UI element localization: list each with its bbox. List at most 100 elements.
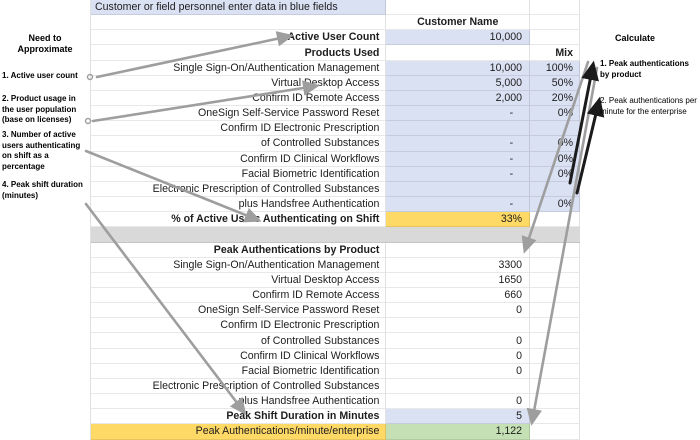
cell-value[interactable]: 1,122 <box>386 424 531 440</box>
cell-value[interactable]: 10,000 <box>386 30 531 46</box>
cell-label[interactable]: Confirm ID Remote Access <box>91 90 387 107</box>
cell-value[interactable]: Customer Name <box>386 15 531 31</box>
sheet-row: of Controlled Substances-0% <box>91 136 580 152</box>
cell-mix[interactable] <box>530 0 580 16</box>
cell-label[interactable]: Active User Count <box>91 30 387 46</box>
sheet-row: Peak Authentications by Product <box>91 242 580 258</box>
cell-label[interactable]: Virtual Desktop Access <box>91 75 387 91</box>
cell-value[interactable] <box>386 318 531 334</box>
cell-mix[interactable]: 100% <box>530 60 580 76</box>
cell-label[interactable]: of Controlled Substances <box>91 333 387 349</box>
cell-label[interactable]: Peak Authentications/minute/enterprise <box>91 424 387 440</box>
cell-label[interactable]: Electronic Prescription of Controlled Su… <box>91 181 387 198</box>
cell-value[interactable]: 33% <box>386 212 531 228</box>
cell-label[interactable]: Peak Authentications by Product <box>91 242 387 258</box>
cell-label[interactable]: Customer or field personnel enter data i… <box>91 0 387 16</box>
cell-mix[interactable]: 0% <box>530 106 580 122</box>
cell-mix[interactable] <box>530 212 580 228</box>
cell-mix[interactable] <box>530 363 580 379</box>
cell-value[interactable] <box>386 181 531 198</box>
sheet-row: Facial Biometric Identification-0% <box>91 166 580 182</box>
cell-mix[interactable] <box>530 424 580 440</box>
cell-value[interactable]: 0 <box>386 333 531 349</box>
cell-value[interactable]: 0 <box>386 348 531 364</box>
cell-mix[interactable] <box>530 409 580 425</box>
cell-mix[interactable] <box>530 257 580 273</box>
cell-value[interactable]: 5 <box>386 409 531 425</box>
cell-value[interactable] <box>386 242 531 258</box>
cell-label[interactable]: of Controlled Substances <box>91 136 387 152</box>
cell-mix[interactable]: 20% <box>530 90 580 107</box>
cell-label[interactable]: Facial Biometric Identification <box>91 363 387 379</box>
cell-mix[interactable]: 0% <box>530 197 580 213</box>
cell-label[interactable]: Facial Biometric Identification <box>91 166 387 182</box>
cell-value[interactable]: - <box>386 151 531 167</box>
cell-value[interactable] <box>386 121 531 137</box>
cell-label[interactable]: Electronic Prescription of Controlled Su… <box>91 378 387 395</box>
cell-mix[interactable] <box>530 348 580 364</box>
cell-label[interactable]: Confirm ID Remote Access <box>91 287 387 304</box>
cell-mix[interactable]: 50% <box>530 75 580 91</box>
cell-mix[interactable] <box>530 242 580 258</box>
cell-label[interactable]: OneSign Self-Service Password Reset <box>91 303 387 319</box>
cell-value[interactable]: 0 <box>386 394 531 410</box>
cell-label[interactable]: OneSign Self-Service Password Reset <box>91 106 387 122</box>
cell-mix[interactable]: 0% <box>530 136 580 152</box>
sheet-row: plus Handsfree Authentication-0% <box>91 197 580 213</box>
cell-value[interactable]: - <box>386 197 531 213</box>
cell-value[interactable]: 5,000 <box>386 75 531 91</box>
cell-mix[interactable] <box>530 30 580 46</box>
cell-mix[interactable] <box>530 394 580 410</box>
right-notes-title: Calculate <box>614 33 656 43</box>
cell-mix[interactable] <box>530 272 580 288</box>
cell-label[interactable]: plus Handsfree Authentication <box>91 394 387 410</box>
cell-value[interactable]: 660 <box>386 287 531 304</box>
cell-mix[interactable] <box>530 15 580 31</box>
cell-mix[interactable] <box>530 318 580 334</box>
right-note-item: 1. Peak authentications by product <box>600 59 689 79</box>
cell-label[interactable]: % of Active Users Authenticating on Shif… <box>91 212 387 228</box>
cell-value[interactable]: 0 <box>386 363 531 379</box>
cell-value[interactable] <box>386 45 531 61</box>
cell-value[interactable] <box>386 378 531 395</box>
sheet-row: Confirm ID Electronic Prescription <box>91 121 580 137</box>
cell-mix[interactable] <box>530 181 580 198</box>
cell-label[interactable]: Single Sign-On/Authentication Management <box>91 60 387 76</box>
cell-label[interactable] <box>91 15 387 31</box>
cell-label[interactable]: Confirm ID Electronic Prescription <box>91 318 387 334</box>
cell-label[interactable]: Confirm ID Clinical Workflows <box>91 348 387 364</box>
cell-label[interactable]: Peak Shift Duration in Minutes <box>91 409 387 425</box>
cell-value[interactable]: 1650 <box>386 272 531 288</box>
cell-value[interactable]: 2,000 <box>386 90 531 107</box>
cell-label[interactable]: Confirm ID Clinical Workflows <box>91 151 387 167</box>
cell-value[interactable]: 3300 <box>386 257 531 273</box>
cell-label[interactable]: plus Handsfree Authentication <box>91 197 387 213</box>
cell-mix[interactable]: 0% <box>530 166 580 182</box>
cell-label[interactable]: Products Used <box>91 45 387 61</box>
left-note-item: 1. Active user count <box>2 71 78 80</box>
cell-mix[interactable]: Mix <box>530 45 580 61</box>
cell-value[interactable] <box>386 0 531 16</box>
cell-value[interactable]: 10,000 <box>386 60 531 76</box>
cell-label[interactable]: Confirm ID Electronic Prescription <box>91 121 387 137</box>
cell-mix[interactable] <box>530 303 580 319</box>
cell-mix[interactable] <box>530 333 580 349</box>
sheet-row: OneSign Self-Service Password Reset-0% <box>91 106 580 122</box>
cell-label[interactable]: Virtual Desktop Access <box>91 272 387 288</box>
cell-mix[interactable] <box>530 378 580 395</box>
cell-value[interactable]: 0 <box>386 303 531 319</box>
cell-label[interactable]: Single Sign-On/Authentication Management <box>91 257 387 273</box>
cell-value[interactable]: - <box>386 106 531 122</box>
cell-mix[interactable] <box>530 121 580 137</box>
cell-mix[interactable]: 0% <box>530 151 580 167</box>
cell-mix[interactable] <box>530 287 580 304</box>
cell-value[interactable]: - <box>386 136 531 152</box>
cell-value[interactable]: - <box>386 166 531 182</box>
